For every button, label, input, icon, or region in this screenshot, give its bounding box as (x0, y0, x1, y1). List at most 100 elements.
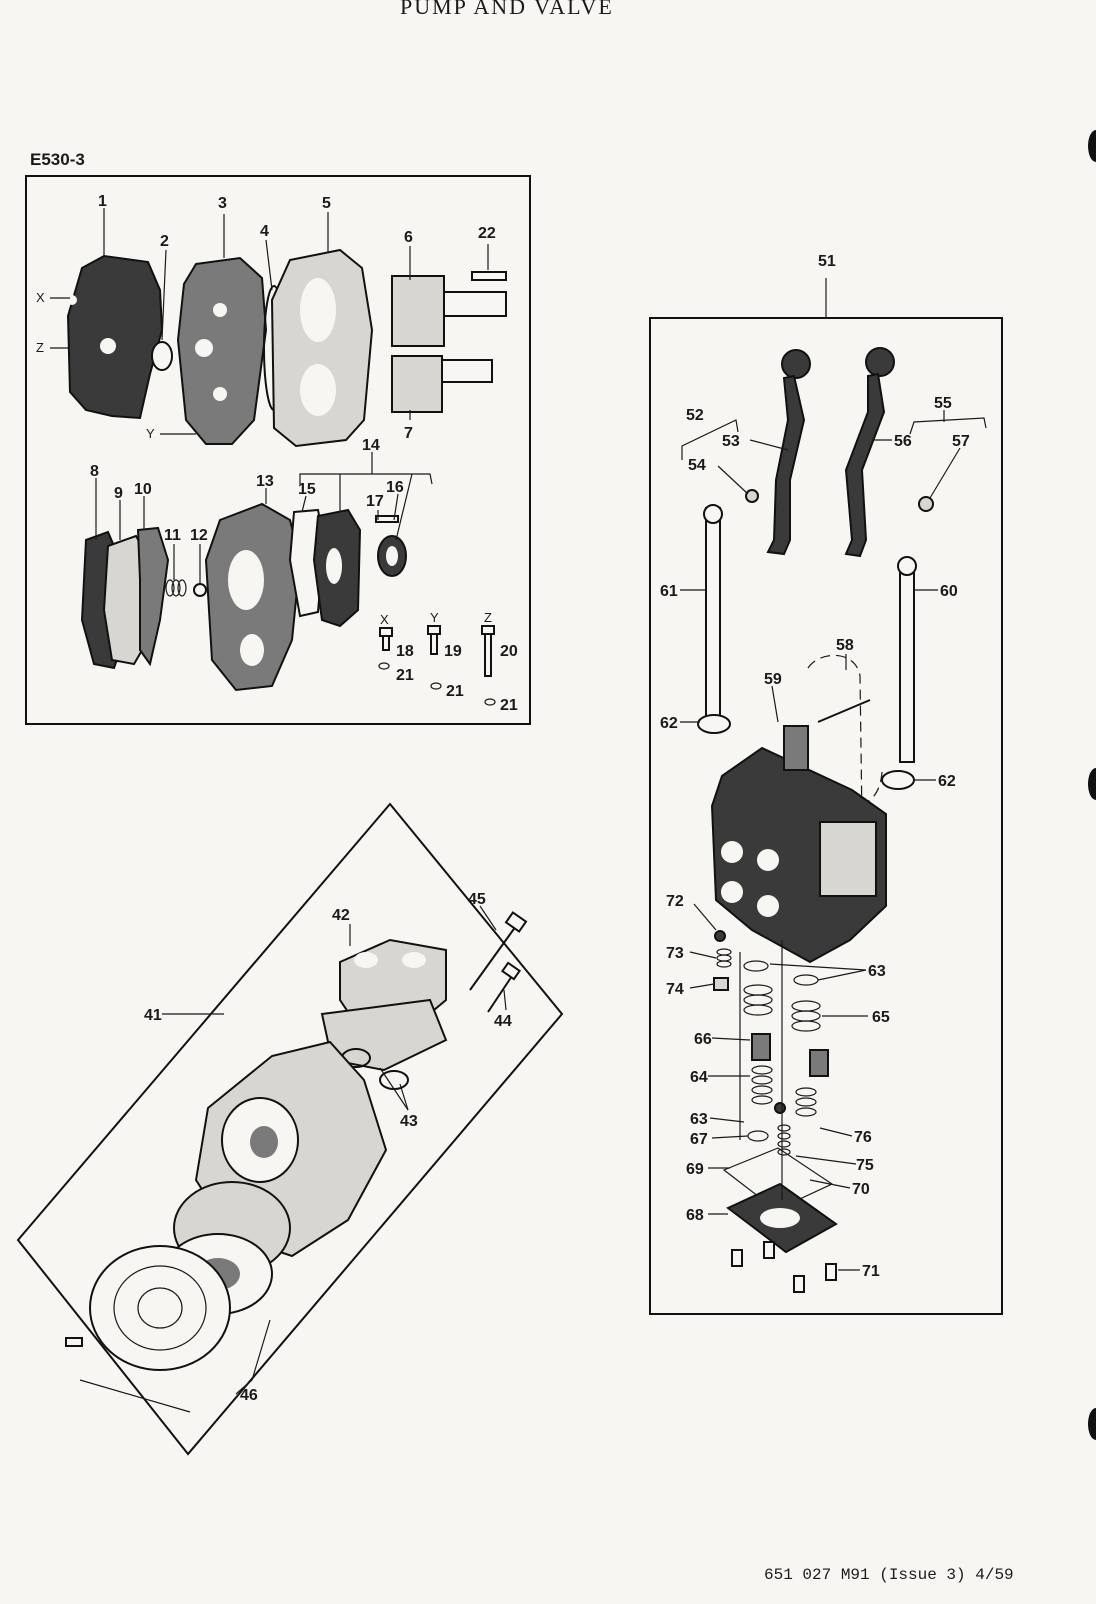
part-63-washer-b (793, 974, 819, 986)
callout-45: 45 (468, 891, 486, 908)
part-53-lever (766, 349, 811, 556)
pump-cover-screw (65, 1337, 83, 1347)
callout-72: 72 (666, 893, 684, 910)
part-75-spring (777, 1124, 791, 1156)
part-65-spring-b (791, 1000, 821, 1032)
callout-68: 68 (686, 1207, 704, 1224)
part-21-washer-b (430, 682, 442, 690)
part-46-cover (89, 1245, 231, 1371)
page-title: PUMP AND VALVE (400, 0, 614, 19)
figure-id: E530-3 (30, 150, 85, 169)
page-footer: 651 027 M91 (Issue 3) 4/59 (764, 1566, 1014, 1584)
callout-16: 16 (386, 479, 404, 496)
part-59-link (783, 725, 809, 771)
callout-z-top: Z (36, 340, 44, 355)
part-73-spring (716, 948, 732, 968)
part-60-spool (897, 556, 917, 763)
callout-62-a: 62 (660, 715, 678, 732)
part-5-body (270, 248, 374, 448)
callout-52: 52 (686, 407, 704, 424)
part-19-bolt (427, 625, 441, 655)
callout-54: 54 (688, 457, 706, 474)
pump-assembly-view: 41 42 43 44 45 46 (16, 802, 564, 1456)
part-44-bolt (487, 961, 521, 1013)
callout-20: 20 (500, 643, 518, 660)
part-76-ball (774, 1102, 786, 1114)
callout-55: 55 (934, 395, 952, 412)
callout-76: 76 (854, 1129, 872, 1146)
part-3-plate (176, 256, 268, 445)
binding-mark-middle (1088, 768, 1096, 800)
callout-60: 60 (940, 583, 958, 600)
callout-65: 65 (872, 1009, 890, 1026)
callout-17: 17 (366, 493, 384, 510)
part-20-bolt (481, 625, 495, 677)
callout-5: 5 (322, 195, 331, 212)
callout-1: 1 (98, 193, 107, 210)
callout-51: 51 (818, 253, 836, 270)
callout-61: 61 (660, 583, 678, 600)
pump-frame (25, 175, 531, 725)
callout-15: 15 (298, 481, 316, 498)
callout-y-top: Y (146, 426, 155, 441)
callout-63-b: 63 (690, 1111, 708, 1128)
part-12-ball (193, 583, 207, 597)
callout-13: 13 (256, 473, 274, 490)
callout-75: 75 (856, 1157, 874, 1174)
part-57-fitting (918, 496, 934, 512)
callout-74: 74 (666, 981, 684, 998)
binding-mark-top (1088, 130, 1096, 162)
callout-6: 6 (404, 229, 413, 246)
callout-11: 11 (164, 527, 181, 544)
callout-z-bottom: Z (484, 610, 492, 625)
part-7-driven-gear (391, 355, 493, 413)
part-67-washer (747, 1130, 769, 1142)
callout-x-bottom: X (380, 612, 389, 627)
part-17-pin (375, 515, 399, 523)
callout-y-bottom: Y (430, 610, 439, 625)
pump-assembly-frame (16, 802, 564, 1456)
part-2-seal (151, 341, 173, 371)
part-6-drive-gear (391, 275, 507, 347)
part-71-screws (731, 1241, 837, 1293)
part-63-washer-a (743, 960, 769, 972)
part-21-washer-a (378, 662, 390, 670)
part-64-spring-a (751, 1065, 773, 1105)
callout-58: 58 (836, 637, 854, 654)
part-11-spring (165, 579, 187, 597)
part-22-key (471, 271, 507, 281)
part-58-pin (817, 699, 871, 723)
callout-8: 8 (90, 463, 99, 480)
callout-10: 10 (134, 481, 152, 498)
callout-46: 46 (240, 1387, 258, 1404)
callout-3: 3 (218, 195, 227, 212)
part-65-spring-a (743, 984, 773, 1016)
pump-exploded-view: 1 2 3 4 5 6 7 22 X Z Y 8 9 10 11 12 13 1… (25, 175, 531, 725)
part-54-fitting (745, 489, 759, 503)
callout-67: 67 (690, 1131, 708, 1148)
callout-73: 73 (666, 945, 684, 962)
callout-21-b: 21 (446, 683, 464, 700)
part-18-bolt (379, 627, 393, 651)
callout-21-c: 21 (500, 697, 518, 714)
callout-57: 57 (952, 433, 970, 450)
part-74-plug (713, 977, 729, 991)
part-66-sleeve-b (809, 1049, 829, 1077)
callout-7: 7 (404, 425, 413, 442)
callout-19: 19 (444, 643, 462, 660)
callout-64: 64 (690, 1069, 708, 1086)
part-1-cover (66, 254, 164, 420)
callout-42: 42 (332, 907, 350, 924)
part-62-seal-a (697, 714, 731, 734)
callout-53: 53 (722, 433, 740, 450)
part-61-spool (703, 504, 723, 719)
callout-2: 2 (160, 233, 169, 250)
callout-x-top: X (36, 290, 45, 305)
callout-14: 14 (362, 437, 380, 454)
callout-66: 66 (694, 1031, 712, 1048)
callout-56: 56 (894, 433, 912, 450)
callout-44: 44 (494, 1013, 512, 1030)
part-62-seal-b (881, 770, 915, 790)
control-valve-view: 51 52 53 54 55 56 57 58 59 60 61 62 62 7… (649, 253, 1003, 1315)
